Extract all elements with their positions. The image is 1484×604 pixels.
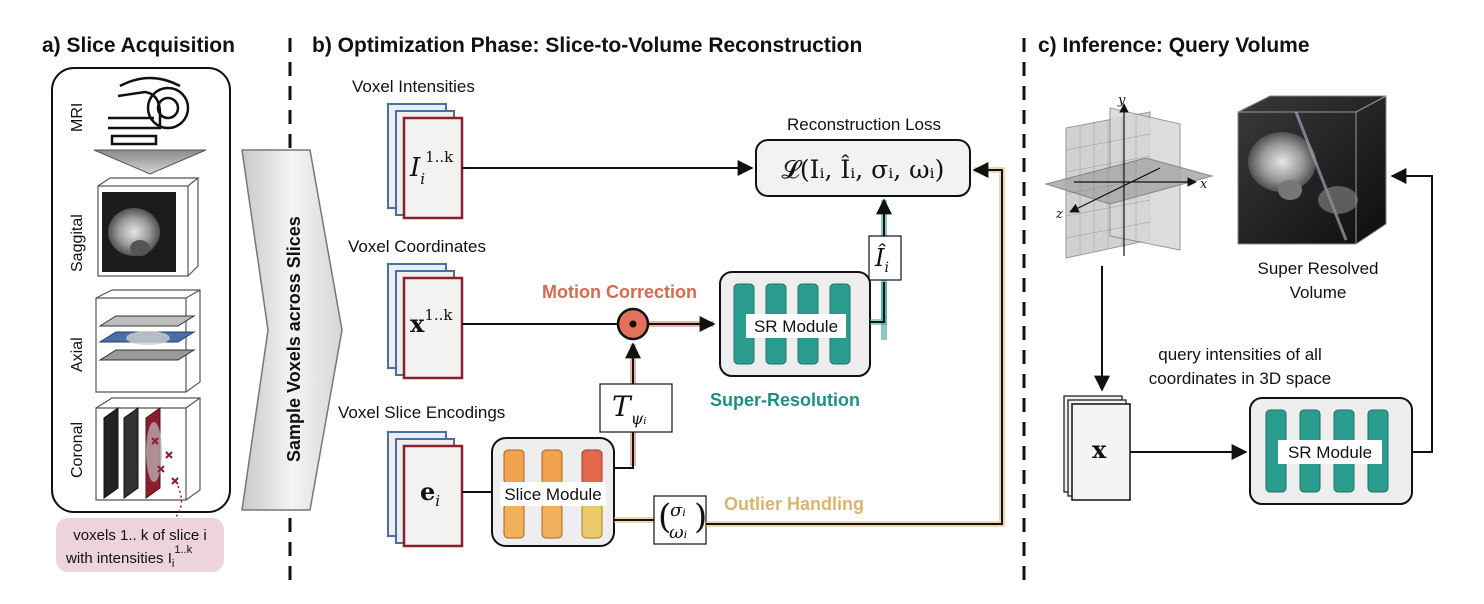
mri-label: MRI xyxy=(69,103,86,132)
mri-scanner-icon xyxy=(108,76,190,146)
acquisition-panel: MRI Saggital Axial xyxy=(51,67,231,572)
coronal-view xyxy=(95,397,201,529)
loss-formula: 𝓛(Iᵢ, Îᵢ, σᵢ, ωᵢ) xyxy=(782,155,945,184)
view-label-sagittal: Saggital xyxy=(69,214,86,272)
sr-module-inference: SR Module xyxy=(1249,397,1413,505)
super-resolved-volume xyxy=(1237,95,1387,245)
sr-module-inference-label: SR Module xyxy=(1288,443,1372,462)
sagittal-view xyxy=(97,177,200,277)
intensity-stack: Ii1..k xyxy=(387,103,464,220)
query-line-2: coordinates in 3D space xyxy=(1149,369,1331,388)
ihat-symbol: Îi xyxy=(874,243,889,276)
query-planes: y x z xyxy=(1044,93,1214,259)
outlier-handling-label: Outlier Handling xyxy=(724,494,864,514)
section-title-a: a) Slice Acquisition xyxy=(42,34,235,57)
super-resolved-line-2: Volume xyxy=(1290,283,1347,302)
paren-left: ( xyxy=(658,497,671,537)
view-label-axial: Axial xyxy=(69,337,86,372)
axis-x-label: x xyxy=(1200,177,1208,192)
sr-module-label: SR Module xyxy=(754,317,838,336)
slice-module: Slice Module xyxy=(491,437,615,547)
transform-box xyxy=(599,383,673,433)
label-voxel-coordinates: Voxel Coordinates xyxy=(348,237,486,256)
view-label-coronal: Coronal xyxy=(69,422,86,478)
slice-module-label: Slice Module xyxy=(504,485,601,504)
stack-e-symbol: ei xyxy=(420,477,440,510)
section-title-c: c) Inference: Query Volume xyxy=(1038,34,1310,57)
stack-x-symbol: x1..k xyxy=(410,306,453,338)
encoding-stack: ei xyxy=(387,431,464,548)
axial-view xyxy=(95,289,201,393)
ihat-box xyxy=(868,235,902,281)
stack-i-symbol: Ii1..k xyxy=(409,148,454,188)
transform-symbol: Tψᵢ xyxy=(612,390,646,428)
arrow-sr-to-volume xyxy=(1390,168,1433,453)
paren-right: ) xyxy=(694,497,707,537)
sigma-symbol: σᵢ xyxy=(670,500,686,521)
omega-symbol: ωᵢ xyxy=(669,522,688,543)
axis-z-label: z xyxy=(1055,207,1063,222)
sample-voxels-arrow: Sample Voxels across Slices xyxy=(241,149,343,511)
arrow-outlier-to-loss xyxy=(706,162,1003,525)
query-x-symbol: x xyxy=(1092,435,1107,464)
label-voxel-intensities: Voxel Intensities xyxy=(352,77,475,96)
sampler-label: Sample Voxels across Slices xyxy=(284,216,304,462)
loss-box xyxy=(755,139,971,197)
section-title-b: b) Optimization Phase: Slice-to-Volume R… xyxy=(312,34,862,57)
query-line-1: query intensities of all xyxy=(1158,345,1321,364)
caption-line-2: with intensities Ii1..k xyxy=(65,544,193,570)
caption-bubble xyxy=(56,518,224,572)
query-coordinate-stack: x xyxy=(1063,395,1131,501)
uncertainty-box xyxy=(653,495,707,545)
super-resolved-line-1: Super Resolved xyxy=(1258,259,1379,278)
label-voxel-slice-encodings: Voxel Slice Encodings xyxy=(338,403,505,422)
axis-y-label: y xyxy=(1117,93,1126,108)
caption-line-1: voxels 1.. k of slice i xyxy=(73,527,206,544)
motion-correction-label: Motion Correction xyxy=(542,282,697,302)
funnel-icon xyxy=(93,149,207,175)
super-resolution-label: Super-Resolution xyxy=(710,390,860,410)
coordinate-stack: x1..k xyxy=(387,263,464,380)
sr-module-optimization: SR Module xyxy=(719,271,871,377)
loss-title: Reconstruction Loss xyxy=(787,115,941,134)
